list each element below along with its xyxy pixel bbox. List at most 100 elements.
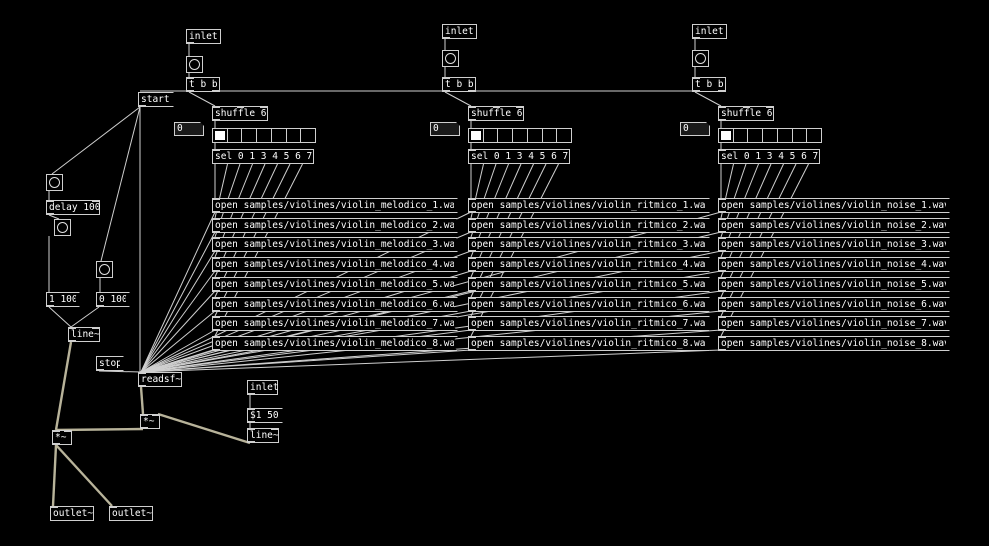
control-cord bbox=[51, 106, 141, 175]
open-file-label: open samples/violines/violin_noise_5.wav bbox=[721, 279, 950, 290]
control-cord bbox=[140, 231, 216, 373]
open-file-label: open samples/violines/violin_ritmico_8.w… bbox=[471, 338, 712, 349]
control-cord bbox=[188, 91, 216, 107]
line-sig-object-2[interactable]: line~ bbox=[247, 428, 279, 443]
radio-selector-2[interactable] bbox=[468, 128, 572, 143]
open-file-message[interactable]: open samples/violines/violin_ritmico_5.w… bbox=[468, 277, 710, 292]
control-cord bbox=[140, 329, 216, 373]
open-file-message[interactable]: open samples/violines/violin_melodico_3.… bbox=[212, 237, 458, 252]
bang-button-2[interactable] bbox=[442, 50, 459, 67]
open-file-label: open samples/violines/violin_melodico_3.… bbox=[215, 239, 461, 250]
open-file-message[interactable]: open samples/violines/violin_ritmico_8.w… bbox=[468, 336, 710, 351]
open-file-label: open samples/violines/violin_noise_1.wav bbox=[721, 200, 950, 211]
open-file-label: open samples/violines/violin_ritmico_4.w… bbox=[471, 259, 712, 270]
shuffle-object-3[interactable]: shuffle 6 bbox=[718, 106, 774, 121]
trigger-object-3[interactable]: t b b bbox=[692, 77, 726, 92]
shuffle-object-1[interactable]: shuffle 6 bbox=[212, 106, 268, 121]
open-file-label: open samples/violines/violin_noise_7.wav bbox=[721, 318, 950, 329]
open-file-label: open samples/violines/violin_noise_3.wav bbox=[721, 239, 950, 250]
line-sig-label: line~ bbox=[250, 430, 279, 441]
open-file-message[interactable]: open samples/violines/violin_noise_2.wav bbox=[718, 218, 950, 233]
sel-label: sel 0 1 3 4 5 6 7 bbox=[471, 151, 569, 162]
open-file-label: open samples/violines/violin_melodico_2.… bbox=[215, 220, 461, 231]
open-file-label: open samples/violines/violin_ritmico_7.w… bbox=[471, 318, 712, 329]
open-file-message[interactable]: open samples/violines/violin_ritmico_2.w… bbox=[468, 218, 710, 233]
inlet-object-2[interactable]: inlet bbox=[442, 24, 477, 39]
signal-cord bbox=[55, 444, 113, 507]
readsf-object[interactable]: readsf~ bbox=[138, 372, 182, 387]
bang-button-1[interactable] bbox=[186, 56, 203, 73]
multiply-sig-object-1[interactable]: *~ bbox=[140, 414, 160, 429]
message-fade-in[interactable]: 1 100 bbox=[46, 292, 80, 307]
open-file-message[interactable]: open samples/violines/violin_melodico_6.… bbox=[212, 297, 458, 312]
open-file-message[interactable]: open samples/violines/violin_melodico_5.… bbox=[212, 277, 458, 292]
open-file-label: open samples/violines/violin_ritmico_2.w… bbox=[471, 220, 712, 231]
open-file-message[interactable]: open samples/violines/violin_ritmico_1.w… bbox=[468, 198, 710, 213]
inlet-object-3[interactable]: inlet bbox=[692, 24, 727, 39]
open-file-label: open samples/violines/violin_noise_4.wav bbox=[721, 259, 950, 270]
sel-object-3[interactable]: sel 0 1 3 4 5 6 7 bbox=[718, 149, 820, 164]
control-cord bbox=[100, 106, 141, 262]
trigger-label: t b b bbox=[445, 79, 474, 90]
outlet-object-2[interactable]: outlet~ bbox=[109, 506, 153, 521]
stop-message[interactable]: stop bbox=[96, 356, 124, 371]
open-file-label: open samples/violines/violin_melodico_8.… bbox=[215, 338, 461, 349]
outlet-object-1[interactable]: outlet~ bbox=[50, 506, 94, 521]
shuffle-object-2[interactable]: shuffle 6 bbox=[468, 106, 524, 121]
open-file-message[interactable]: open samples/violines/violin_noise_4.wav bbox=[718, 257, 950, 272]
open-file-label: open samples/violines/violin_noise_8.wav bbox=[721, 338, 950, 349]
sel-object-2[interactable]: sel 0 1 3 4 5 6 7 bbox=[468, 149, 570, 164]
readsf-label: readsf~ bbox=[141, 374, 182, 385]
delay-object[interactable]: delay 100 bbox=[46, 200, 100, 215]
message-env[interactable]: $1 50 bbox=[247, 408, 283, 423]
signal-cord bbox=[139, 386, 145, 415]
trigger-object-1[interactable]: t b b bbox=[186, 77, 220, 92]
trigger-object-2[interactable]: t b b bbox=[442, 77, 476, 92]
open-file-message[interactable]: open samples/violines/violin_melodico_8.… bbox=[212, 336, 458, 351]
radio-selector-3[interactable] bbox=[718, 128, 822, 143]
bang-button-delay-out[interactable] bbox=[54, 219, 71, 236]
open-file-label: open samples/violines/violin_melodico_5.… bbox=[215, 279, 461, 290]
control-cord bbox=[48, 306, 72, 328]
open-file-message[interactable]: open samples/violines/violin_noise_5.wav bbox=[718, 277, 950, 292]
inlet-object-1[interactable]: inlet bbox=[186, 29, 221, 44]
open-file-message[interactable]: open samples/violines/violin_noise_7.wav bbox=[718, 316, 950, 331]
open-file-message[interactable]: open samples/violines/violin_noise_8.wav bbox=[718, 336, 950, 351]
bang-button-fade-out[interactable] bbox=[96, 261, 113, 278]
open-file-message[interactable]: open samples/violines/violin_noise_6.wav bbox=[718, 297, 950, 312]
start-message[interactable]: start bbox=[138, 92, 174, 107]
open-file-message[interactable]: open samples/violines/violin_melodico_7.… bbox=[212, 316, 458, 331]
open-file-message[interactable]: open samples/violines/violin_melodico_4.… bbox=[212, 257, 458, 272]
message-fade-out[interactable]: 0 100 bbox=[96, 292, 130, 307]
control-cord bbox=[140, 290, 216, 373]
open-file-message[interactable]: open samples/violines/violin_ritmico_4.w… bbox=[468, 257, 710, 272]
line-sig-object[interactable]: line~ bbox=[68, 327, 100, 342]
open-file-message[interactable]: open samples/violines/violin_noise_3.wav bbox=[718, 237, 950, 252]
shuffle-label: shuffle 6 bbox=[215, 108, 267, 119]
open-file-message[interactable]: open samples/violines/violin_ritmico_7.w… bbox=[468, 316, 710, 331]
number-box-3[interactable]: 0 bbox=[680, 122, 710, 136]
inlet-object-4[interactable]: inlet bbox=[247, 380, 279, 395]
bang-button-delay-in[interactable] bbox=[46, 174, 63, 191]
open-file-message[interactable]: open samples/violines/violin_melodico_1.… bbox=[212, 198, 458, 213]
control-cord bbox=[140, 310, 216, 373]
inlet-label: inlet bbox=[695, 26, 724, 37]
open-file-label: open samples/violines/violin_melodico_6.… bbox=[215, 299, 461, 310]
radio-selector-1[interactable] bbox=[212, 128, 316, 143]
open-file-message[interactable]: open samples/violines/violin_ritmico_6.w… bbox=[468, 297, 710, 312]
trigger-label: t b b bbox=[189, 79, 218, 90]
message-label: 0 100 bbox=[99, 294, 128, 305]
message-label: 1 100 bbox=[49, 294, 78, 305]
sel-object-1[interactable]: sel 0 1 3 4 5 6 7 bbox=[212, 149, 314, 164]
stop-label: stop bbox=[99, 358, 122, 369]
number-box-1[interactable]: 0 bbox=[174, 122, 204, 136]
multiply-sig-object-2[interactable]: *~ bbox=[52, 430, 72, 445]
open-file-message[interactable]: open samples/violines/violin_noise_1.wav bbox=[718, 198, 950, 213]
open-file-message[interactable]: open samples/violines/violin_ritmico_3.w… bbox=[468, 237, 710, 252]
number-box-2[interactable]: 0 bbox=[430, 122, 460, 136]
sel-label: sel 0 1 3 4 5 6 7 bbox=[721, 151, 819, 162]
open-file-message[interactable]: open samples/violines/violin_melodico_2.… bbox=[212, 218, 458, 233]
bang-button-3[interactable] bbox=[692, 50, 709, 67]
